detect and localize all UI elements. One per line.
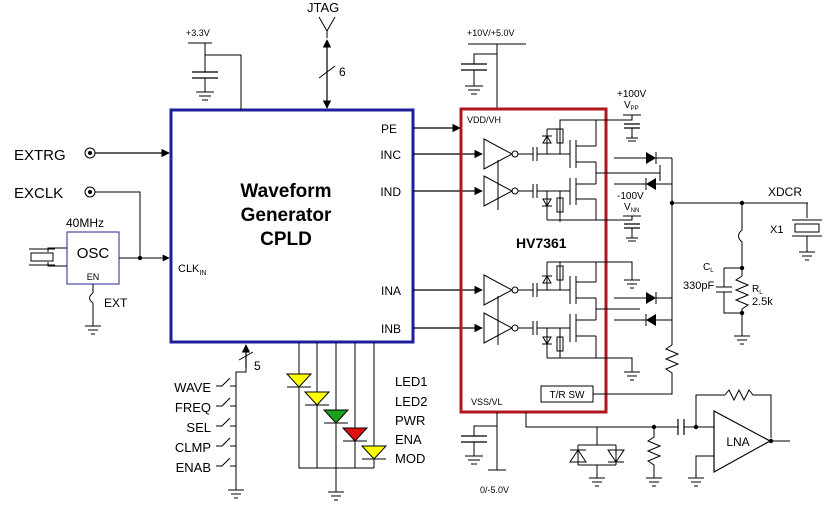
led-2: [303, 391, 331, 406]
lna-amplifier: [713, 409, 772, 474]
vnn-sub: NN: [631, 208, 640, 214]
cpld-title-line1: Waveform: [240, 181, 331, 202]
switch-label-2: SEL: [186, 420, 211, 435]
xdcr-label: XDCR: [768, 185, 802, 199]
supply-10v: +10V/+5.0V: [461, 28, 526, 108]
osc-freq: 40MHz: [66, 216, 104, 230]
pin-clk-label: CLKIN: [178, 263, 206, 277]
vnn-value: -100V: [617, 191, 644, 202]
cpld-block: Waveform Generator CPLD PE INC IND INA I…: [169, 108, 415, 344]
vpp-value: +100V: [617, 89, 647, 100]
pin-clk-sub: IN: [199, 270, 206, 277]
pin-inb-label: INB: [381, 322, 401, 336]
cl-label: CL: [703, 262, 714, 274]
jtag-bus-width: 6: [339, 65, 346, 79]
cl-sub: L: [710, 268, 714, 274]
cpld-outline: [169, 108, 415, 344]
vpp-vnn-supplies: +100V VPP -100V VNN: [596, 89, 647, 381]
rl-sub: L: [759, 290, 763, 296]
rl-main: R: [752, 284, 759, 295]
oscillator: 40MHz OSC EN EXT: [29, 216, 170, 335]
led-5-body: [360, 445, 388, 460]
led-5: [360, 445, 388, 460]
pin-ind-label: IND: [380, 185, 401, 199]
switch-label-1: FREQ: [175, 400, 211, 415]
cpld-title-line2: Generator: [241, 205, 332, 226]
pin-ina-label: INA: [381, 284, 401, 298]
led-2-body: [303, 391, 331, 406]
led-label-3: ENA: [395, 432, 422, 447]
switch-label-3: CLMP: [175, 440, 211, 455]
vnn-label: VNN: [624, 202, 639, 214]
led-1-body: [285, 373, 313, 388]
pin-pe-label: PE: [381, 122, 397, 136]
switch-label-4: ENAB: [176, 460, 211, 475]
xdcr-element: [794, 223, 820, 233]
switch-bus-width: 5: [254, 359, 261, 373]
pin-inc-label: INC: [380, 148, 401, 162]
led-label-2: PWR: [395, 413, 425, 428]
supply-3v3: +3.3V: [186, 28, 242, 110]
hv7361-vdd-label: VDD/VH: [467, 115, 501, 125]
output-stage-bottom: [518, 261, 640, 372]
extrg-label: EXTRG: [14, 147, 66, 164]
supply-neg-label: 0/-5.0V: [480, 485, 509, 495]
led-3: [322, 409, 350, 424]
led-label-1: LED2: [395, 394, 428, 409]
led-1: [285, 373, 313, 388]
led-label-4: MOD: [395, 451, 425, 466]
cpld-title-line3: CPLD: [260, 229, 312, 250]
led-3-body: [322, 409, 350, 424]
driver-buffers: [483, 138, 519, 345]
hv7361-vss-label: VSS/VL: [471, 397, 503, 407]
supply-10v-label: +10V/+5.0V: [467, 28, 515, 38]
osc-label: OSC: [77, 245, 110, 262]
exclk-label: EXCLK: [14, 185, 63, 202]
cpld-output-wires: [413, 123, 483, 333]
output-stage-top: [518, 119, 660, 222]
led-4-body: [341, 427, 369, 442]
cl-value: 330pF: [683, 280, 714, 292]
vpp-label: VPP: [624, 100, 639, 112]
hv7361-outline: [459, 107, 608, 414]
supply-vss: 0/-5.0V: [461, 412, 509, 495]
hv7361-block: VDD/VH HV7361 VSS/VL T/R SW: [459, 107, 660, 414]
vpp-sub: PP: [631, 106, 639, 112]
rl-value: 2.5k: [752, 296, 773, 308]
trsw-label: T/R SW: [550, 390, 586, 401]
ext-inputs: EXTRG EXCLK: [14, 147, 170, 258]
switch-label-0: WAVE: [174, 380, 211, 395]
rl-label: RL: [752, 284, 763, 296]
switch-bank: 5 WAVE FREQ SEL CLMP ENAB: [174, 344, 261, 499]
osc-crystal: [30, 252, 54, 262]
vpp-main: V: [624, 100, 631, 111]
hv7361-label: HV7361: [516, 235, 567, 251]
switch-contacts: [216, 377, 236, 467]
led-bank: LED1 LED2 PWR ENA MOD: [285, 342, 428, 501]
lna-label: LNA: [726, 435, 749, 449]
jtag-connector: JTAG 6: [307, 0, 346, 109]
cl-main: C: [703, 262, 710, 273]
x1-label: X1: [770, 224, 783, 236]
output-network: XDCR X1 CL 330pF RL 2.5k: [593, 152, 822, 395]
supply-3v3-label: +3.3V: [186, 28, 210, 38]
led-4: [341, 427, 369, 442]
osc-en-label: EN: [87, 272, 100, 282]
receive-path: LNA: [525, 388, 790, 487]
pin-clk-main: CLK: [178, 263, 200, 275]
osc-ext-label: EXT: [104, 296, 128, 310]
jtag-label: JTAG: [307, 0, 339, 15]
led-label-0: LED1: [395, 374, 428, 389]
vnn-main: V: [624, 202, 631, 213]
